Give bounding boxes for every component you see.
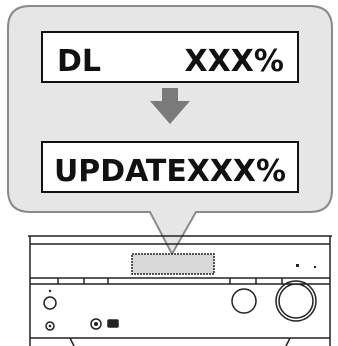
display-screen-download: DL XXX% bbox=[41, 31, 299, 83]
screen-frame bbox=[41, 31, 299, 83]
screen-frame bbox=[41, 141, 299, 193]
headphone-jack-icon bbox=[45, 321, 55, 331]
receiver-foot bbox=[69, 337, 75, 346]
screen-left-text: DL bbox=[57, 44, 101, 79]
av-receiver-illustration bbox=[28, 235, 332, 346]
down-arrow-icon bbox=[150, 88, 190, 124]
aux-jack-icon bbox=[90, 318, 102, 330]
receiver-body bbox=[28, 235, 332, 346]
usb-port-icon bbox=[107, 319, 119, 328]
receiver-display-window bbox=[131, 253, 215, 275]
indicator-light bbox=[296, 264, 299, 267]
screen-text: UPDATEXXX% bbox=[54, 154, 286, 189]
input-selector-knob bbox=[231, 288, 257, 314]
master-volume-knob bbox=[275, 280, 317, 322]
screen-right-text: XXX% bbox=[185, 44, 284, 79]
display-screen-update: UPDATEXXX% bbox=[41, 141, 299, 193]
indicator-light bbox=[314, 266, 316, 268]
power-button-icon bbox=[43, 296, 57, 310]
receiver-foot bbox=[285, 337, 291, 346]
